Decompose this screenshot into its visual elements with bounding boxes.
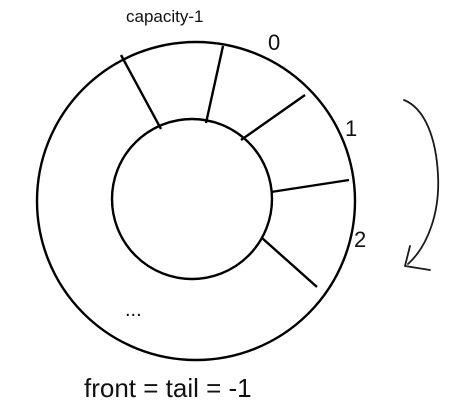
inner-ring (110, 117, 274, 281)
capacity-label: capacity-1 (126, 7, 203, 26)
clockwise-arrow-icon (403, 99, 440, 265)
index-label-0: 0 (268, 30, 280, 55)
index-label-2: 2 (354, 227, 366, 252)
slot-divider (204, 45, 225, 124)
index-label-1: 1 (345, 116, 357, 141)
formula-label: front = tail = -1 (84, 373, 252, 403)
slot-divider (240, 94, 306, 141)
arrowhead-icon (404, 245, 431, 271)
slot-divider (119, 54, 163, 130)
ellipsis-label: ... (125, 299, 142, 321)
slot-divider (270, 178, 350, 194)
slot-divider (261, 237, 318, 288)
outer-ring (35, 40, 357, 362)
